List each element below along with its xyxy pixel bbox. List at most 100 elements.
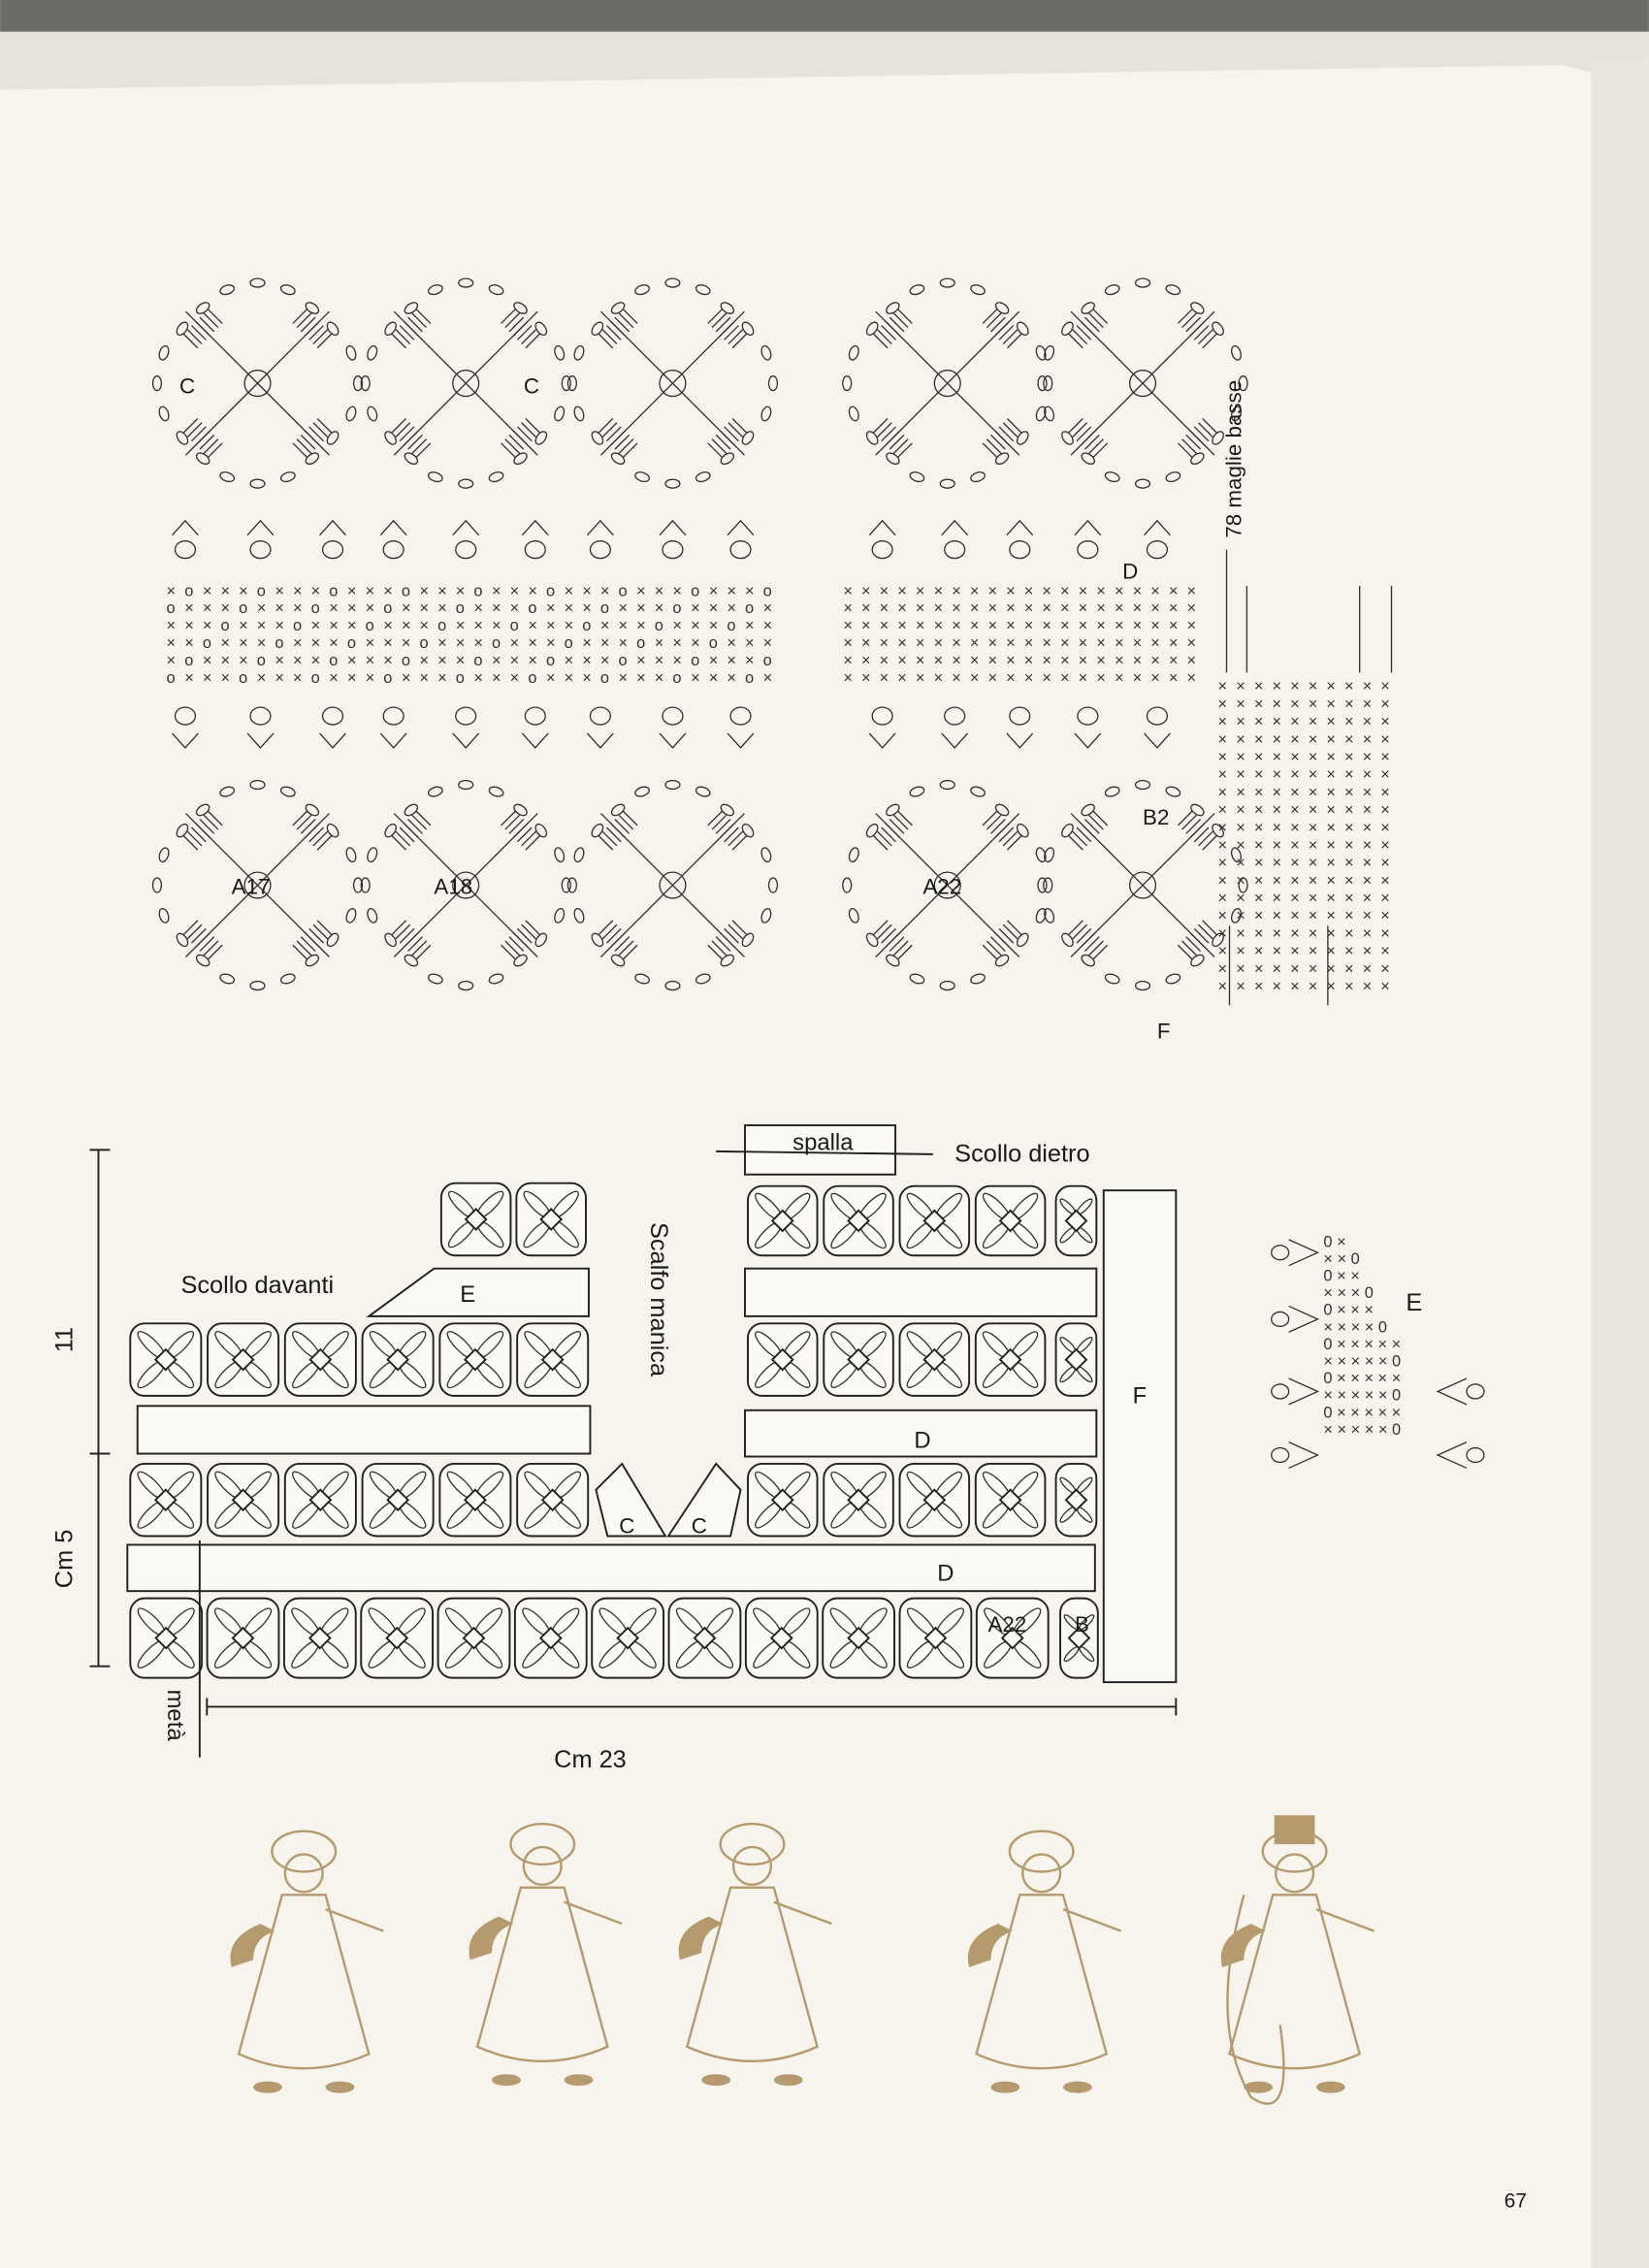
treble-stitch (889, 936, 905, 953)
treble-stitch (411, 814, 428, 830)
piece-e (366, 1267, 590, 1317)
stitch-symbol: × (1060, 634, 1070, 652)
chain-stitch (345, 344, 357, 361)
chain-stitch (1104, 786, 1120, 797)
stitch-symbol: × (636, 652, 646, 669)
motif-squares (129, 1182, 1099, 1679)
treble-stitch (711, 438, 728, 454)
treble-stitch (1006, 418, 1022, 434)
stitch-symbol: × (420, 617, 430, 634)
treble-stitch (521, 923, 536, 940)
stitch-symbol: × (672, 582, 682, 599)
motif-square (436, 1597, 511, 1679)
stitch-symbol: o (745, 599, 754, 617)
label-a18: A18 (434, 874, 472, 898)
picot (589, 539, 611, 560)
treble-stitch (724, 927, 739, 944)
stitch-symbol: × (655, 669, 664, 687)
stitch-symbol: × (1236, 766, 1245, 784)
picot-cluster (1006, 519, 1034, 560)
treble-stitch (1076, 826, 1092, 843)
center-diamond (154, 1626, 178, 1650)
stitch-symbol: × (1024, 617, 1034, 634)
stitch-fan (452, 732, 480, 749)
treble-stitch (724, 426, 739, 442)
treble-stitch (1068, 920, 1083, 936)
stitch-fan (1288, 1441, 1320, 1470)
chain-stitch (158, 907, 170, 923)
center-diamond (385, 1626, 409, 1650)
stitch-symbol: × (1236, 978, 1245, 995)
stitch-symbol: × (952, 582, 961, 599)
center-diamond (231, 1488, 255, 1512)
picot (382, 706, 404, 726)
stitch-fan (172, 519, 199, 536)
treble-stitch (182, 920, 199, 936)
stitch-symbol: × (1380, 907, 1390, 924)
stitch-symbol: × (655, 599, 664, 617)
treble-stitch (501, 810, 516, 826)
stitch-symbol: × (709, 599, 719, 617)
center-diamond (616, 1626, 640, 1650)
treble-stitch (1002, 830, 1018, 847)
stitch-symbol: × (1290, 943, 1300, 960)
piece-f (1102, 1189, 1178, 1684)
chain-stitch (219, 786, 236, 797)
stitch-symbol: × (1236, 730, 1245, 748)
center-diamond (308, 1347, 333, 1372)
stitch-symbol: × (1290, 678, 1300, 696)
stitch-symbol: × (1187, 617, 1197, 634)
center-diamond (847, 1209, 870, 1233)
piece-c-left-label: C (619, 1514, 634, 1539)
stitch-symbol: × (1326, 924, 1336, 942)
chain-stitch (767, 877, 779, 893)
picot (1077, 706, 1099, 726)
stitch-symbol: × (1150, 634, 1160, 652)
chain-stitch (458, 478, 474, 489)
chain-stitch (1212, 321, 1224, 337)
stitch-symbol: × (916, 599, 925, 617)
treble-stitch (308, 426, 324, 442)
stitch-symbol: × (1254, 890, 1264, 907)
sash (230, 1924, 275, 1967)
meta-label: metà (162, 1690, 188, 1742)
crochet-motif (842, 779, 1053, 991)
girl-figure (967, 1830, 1122, 2093)
picot (382, 539, 404, 560)
center-diamond (769, 1626, 793, 1650)
stitch-symbol: × (1344, 836, 1354, 854)
chain-stitch (219, 973, 236, 985)
piece-d-lower-label: D (937, 1561, 954, 1587)
center-diamond (386, 1347, 410, 1372)
stitch-symbol: × (745, 652, 755, 669)
chain-stitch (384, 823, 398, 838)
treble-stitch (707, 944, 724, 960)
stitch-fan (1074, 519, 1102, 536)
treble-stitch (872, 920, 889, 936)
stitch-symbol: × (1218, 907, 1228, 924)
stitch-symbol: × (239, 634, 248, 652)
treble-stitch (990, 434, 1006, 450)
chain-stitch (1104, 471, 1120, 483)
picot-cluster (521, 519, 549, 560)
chain-stitch (367, 405, 378, 422)
stitch-symbol: × (184, 599, 194, 617)
treble-stitch (707, 442, 724, 459)
bonnet (1008, 1830, 1075, 1873)
stitch-symbol: × (220, 634, 230, 652)
stitch-symbol: × (510, 669, 520, 687)
chain-stitch (634, 973, 650, 985)
stitch-symbol: × (1218, 801, 1228, 819)
stitch-symbol: × (636, 617, 646, 634)
stitch-symbol: o (437, 617, 446, 634)
stitch-symbol: × (1218, 943, 1228, 960)
picot (1271, 1446, 1290, 1464)
treble-stitch (195, 320, 210, 337)
stitch-symbol: × (1150, 599, 1160, 617)
center-diamond (693, 1626, 717, 1650)
treble-stitch (614, 434, 630, 450)
stitch-symbol: × (1363, 730, 1373, 748)
stitch-symbol: × (1236, 960, 1245, 978)
stitch-fan (1144, 732, 1171, 749)
stitch-symbol: × (456, 634, 466, 652)
